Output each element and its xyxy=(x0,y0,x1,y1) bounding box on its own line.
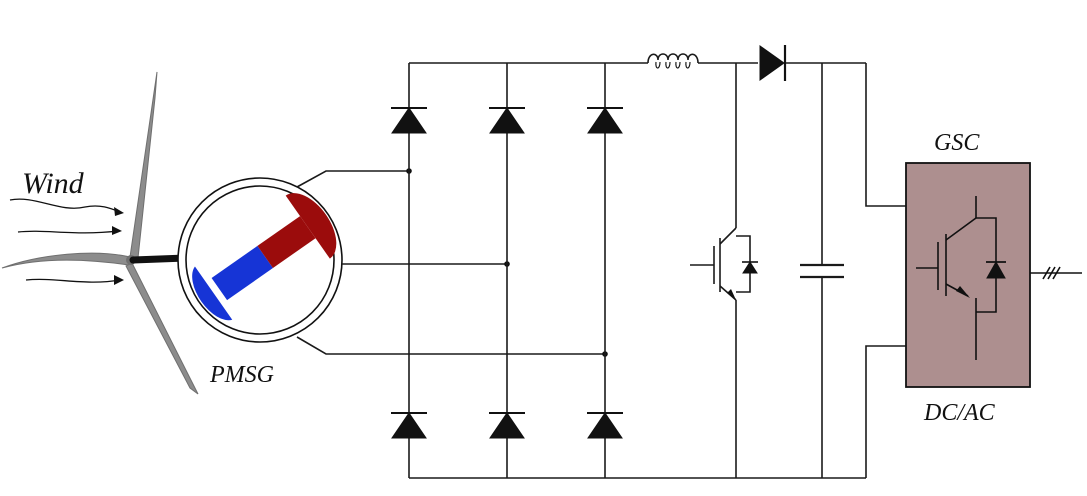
wind-label: Wind xyxy=(22,167,85,200)
blade-upper xyxy=(129,71,158,259)
boost-igbt-switch xyxy=(690,63,751,478)
dc-link-capacitor xyxy=(800,63,844,478)
ac-output-line xyxy=(1030,266,1082,280)
diode-upper-2 xyxy=(489,107,525,134)
diode-upper-3 xyxy=(587,107,623,134)
generator-leads xyxy=(296,170,605,355)
gsc-label: GSC xyxy=(934,130,980,156)
rotor-magnet xyxy=(192,193,337,321)
rectifier-diodes xyxy=(391,107,623,439)
diode-lower-3 xyxy=(587,412,623,439)
dc-bus-to-gsc xyxy=(865,63,906,478)
dcac-label: DC/AC xyxy=(923,400,996,426)
pmsg-generator xyxy=(177,177,343,343)
diode-upper-1 xyxy=(391,107,427,134)
gsc-converter-box xyxy=(905,162,1031,388)
boost-diode xyxy=(759,45,787,81)
gsc-igbt-symbol xyxy=(916,196,997,360)
blade-lower xyxy=(125,262,199,395)
rectifier-wiring xyxy=(408,62,866,479)
gsc-antiparallel-diode xyxy=(986,260,1006,279)
pmsg-label: PMSG xyxy=(209,362,274,388)
turbine-shaft xyxy=(129,254,190,264)
boost-inductor xyxy=(647,53,758,69)
diode-lower-1 xyxy=(391,412,427,439)
blade-left xyxy=(1,252,131,269)
wind-arrows xyxy=(9,198,121,283)
boost-freewheel-diode xyxy=(742,261,758,274)
diode-lower-2 xyxy=(489,412,525,439)
turbine-blades xyxy=(1,71,199,395)
